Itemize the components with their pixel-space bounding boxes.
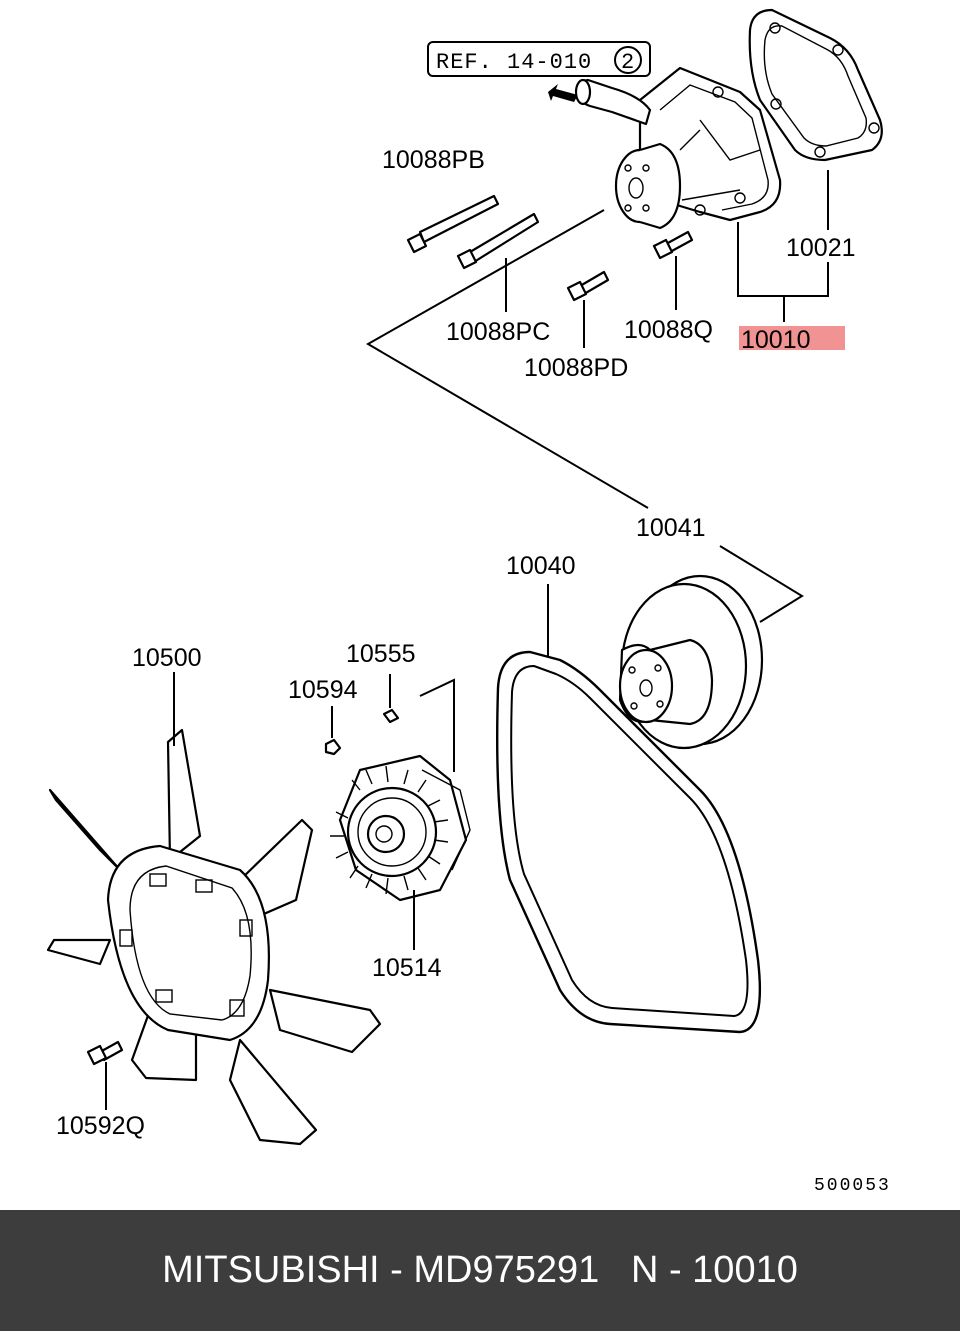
pulley-leader	[719, 545, 804, 623]
part-label-10088pd: 10088PD	[524, 354, 628, 382]
bolt-pb-drawing	[406, 194, 500, 254]
part-label-10041: 10041	[636, 514, 706, 542]
part-label-10500: 10500	[132, 644, 202, 672]
fan-clutch-drawing	[330, 754, 471, 902]
bolt-q-drawing	[652, 230, 694, 260]
pulley-drawing	[618, 574, 764, 750]
part-label-10555: 10555	[346, 640, 416, 668]
part-label-10088q: 10088Q	[624, 316, 713, 344]
water-pump-drawing	[574, 66, 782, 230]
part-label-10594: 10594	[288, 676, 358, 704]
reference-circle-number: 2	[621, 50, 635, 75]
part-label-10592q: 10592Q	[56, 1112, 145, 1140]
parts-diagram: REF. 14-010 2	[46, 8, 891, 1196]
part-label-10021: 10021	[786, 234, 856, 262]
fan-nut-bracket	[419, 678, 455, 772]
part-label-10040: 10040	[506, 552, 576, 580]
highlight-box	[739, 326, 845, 350]
gasket-drawing	[748, 8, 883, 162]
fan-nut-b-drawing	[324, 738, 342, 756]
fan-bolt-drawing	[86, 1040, 124, 1066]
footer-text: MITSUBISHI - MD975291 N - 10010	[162, 1249, 798, 1291]
fan-drawing	[46, 728, 382, 1146]
bolt-pc-drawing	[456, 212, 540, 270]
part-label-10088pc: 10088PC	[446, 318, 550, 346]
reference-text: REF. 14-010	[436, 50, 592, 75]
belt-drawing	[496, 650, 762, 1034]
part-label-10514: 10514	[372, 954, 442, 982]
arrow-icon	[548, 84, 578, 102]
part-label-10088pb: 10088PB	[382, 146, 485, 174]
leader-lines-top	[365, 170, 829, 509]
footer-bar: MITSUBISHI - MD975291 N - 10010	[0, 1210, 960, 1331]
bolt-pd-drawing	[566, 270, 610, 302]
fan-nut-a-drawing	[382, 708, 400, 724]
diagram-code: 500053	[814, 1176, 891, 1196]
reference-callout: REF. 14-010 2	[427, 41, 651, 102]
part-label-10010: 10010	[741, 326, 811, 354]
